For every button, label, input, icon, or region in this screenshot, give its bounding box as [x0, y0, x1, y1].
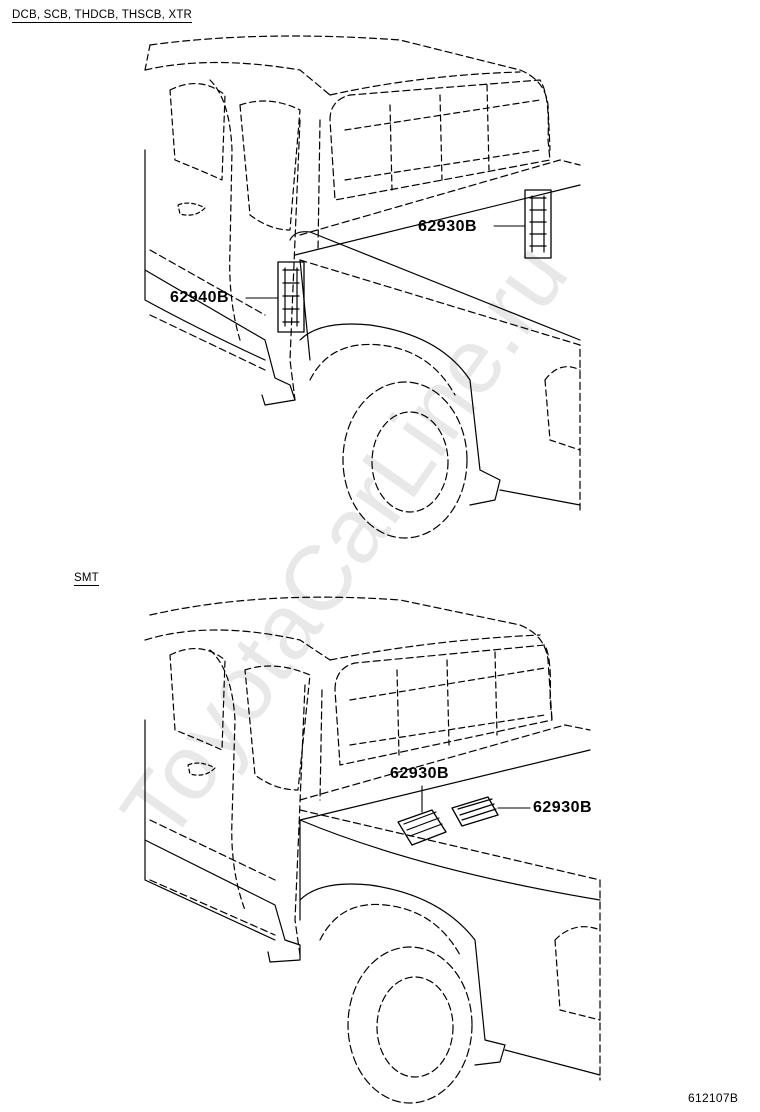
part-62930b-bracket: [524, 189, 552, 259]
part-62930b-tray-right: [451, 796, 499, 827]
callout-62940b: 62940B: [170, 289, 230, 306]
part-62930b-tray-left: [397, 809, 447, 846]
variant-label-top: DCB, SCB, THDCB, THSCB, XTR: [12, 9, 193, 23]
part-62940b-bracket: [277, 261, 305, 333]
callout-62930b-top: 62930B: [418, 218, 478, 235]
callout-62930b-bottom-left: 62930B: [390, 765, 450, 782]
figure-code: 612107B: [688, 1091, 739, 1105]
callout-62930b-bottom-right: 62930B: [533, 799, 593, 816]
variant-label-bottom: SMT: [74, 572, 99, 586]
